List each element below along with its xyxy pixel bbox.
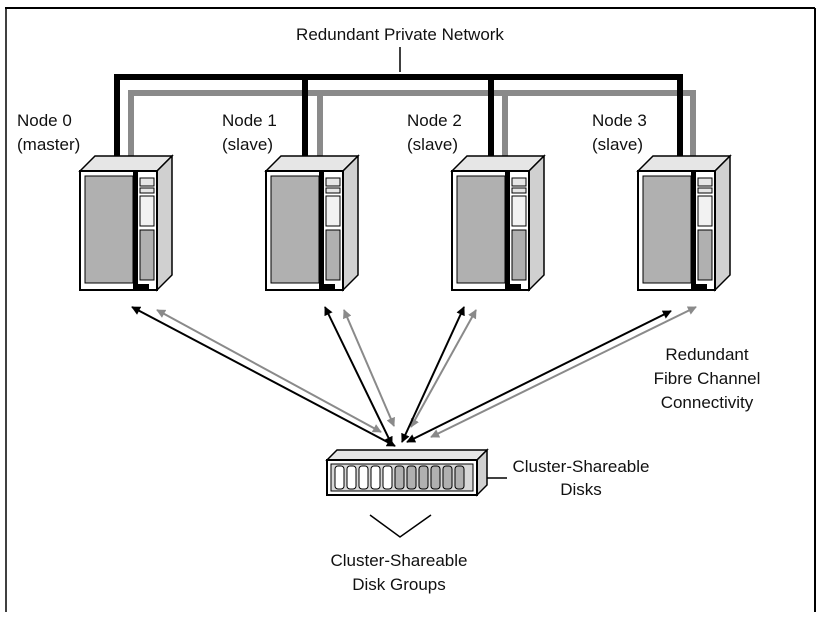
disk-slots	[334, 465, 465, 490]
fibre-link-node-0-black	[131, 306, 396, 447]
fibre-link-node-2-gray	[410, 309, 477, 428]
node-labels: Node 0 (master) Node 1 (slave) Node 2 (s…	[17, 111, 647, 154]
fibre-link-node-0-gray	[156, 309, 382, 433]
node-0-name: Node 0	[17, 111, 72, 130]
disk-groups-label-line-2: Disk Groups	[352, 575, 446, 594]
node-3-name: Node 3	[592, 111, 647, 130]
disk-groups-label-line-1: Cluster-Shareable	[330, 551, 467, 570]
node-3-role: (slave)	[592, 135, 643, 154]
server-node-1	[264, 154, 360, 292]
figure-frame	[5, 7, 816, 612]
node-1-role: (slave)	[222, 135, 273, 154]
disk-groups-bracket	[369, 514, 432, 538]
private-network-secondary	[128, 90, 696, 168]
network-label: Redundant Private Network	[296, 25, 504, 44]
server-node-2	[450, 154, 546, 292]
fibre-link-node-2-black	[401, 306, 465, 443]
fibre-links-gray	[156, 306, 697, 438]
fibre-channel-label: Redundant Fibre Channel Connectivity	[654, 345, 761, 412]
fibre-link-node-1-gray	[343, 309, 395, 427]
node-2-name: Node 2	[407, 111, 462, 130]
node-1-name: Node 1	[222, 111, 277, 130]
node-2-role: (slave)	[407, 135, 458, 154]
node-0-role: (master)	[17, 135, 80, 154]
fibre-label-line-2: Fibre Channel	[654, 369, 761, 388]
private-network-primary	[114, 74, 683, 162]
server-node-3	[636, 154, 732, 292]
disk-array	[325, 448, 489, 497]
fibre-label-line-3: Connectivity	[661, 393, 754, 412]
fibre-links-black	[131, 306, 672, 447]
fibre-label-line-1: Redundant	[665, 345, 748, 364]
disks-label-line-2: Disks	[560, 480, 602, 499]
disks-label-line-1: Cluster-Shareable	[512, 457, 649, 476]
fibre-link-node-1-black	[324, 306, 393, 446]
server-node-0	[78, 154, 174, 292]
fibre-link-node-3-black	[406, 310, 672, 443]
